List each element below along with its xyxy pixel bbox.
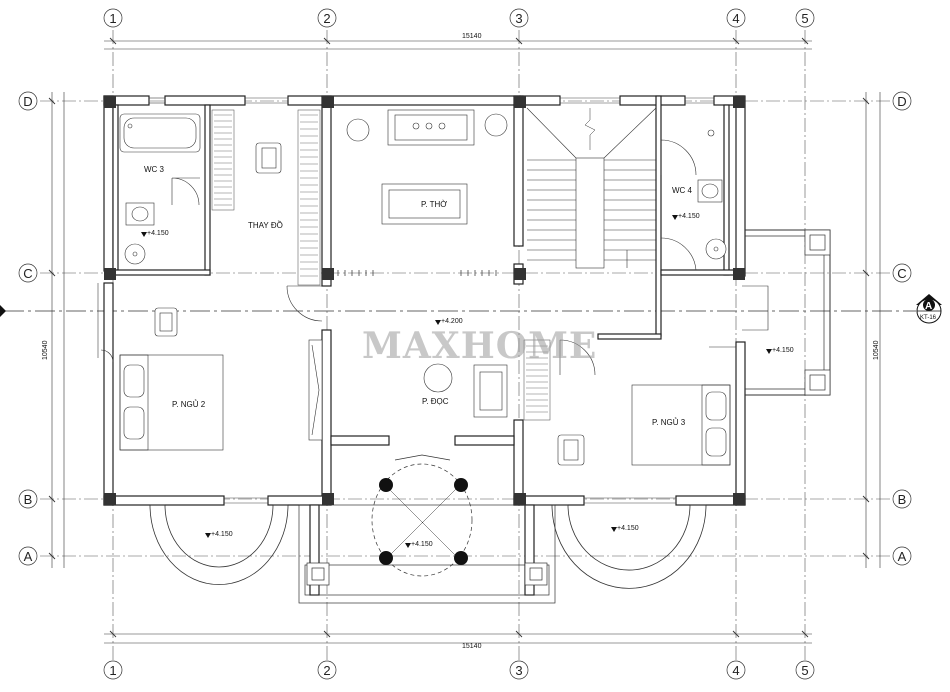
dimension-lines bbox=[48, 37, 881, 644]
grid-bottom-3: 3 bbox=[515, 663, 522, 678]
door-swings bbox=[100, 285, 769, 376]
grid-left-A: A bbox=[24, 549, 33, 564]
room-label-p-doc: P. ĐỌC bbox=[422, 397, 449, 406]
right-balcony bbox=[745, 229, 831, 396]
bottom-overall-dimension: 15140 bbox=[462, 643, 482, 650]
grid-top-2: 2 bbox=[323, 11, 330, 26]
grid-top-4: 4 bbox=[732, 11, 739, 26]
top-overall-dimension: 15140 bbox=[462, 33, 482, 40]
room-label-wc4: WC 4 bbox=[672, 186, 693, 195]
grid-left-C: C bbox=[23, 266, 32, 281]
section-mark-sheet: KT-16 bbox=[920, 315, 937, 321]
wardrobe-shelves bbox=[211, 109, 551, 421]
level-wc3: +4.150 bbox=[147, 230, 169, 237]
level-porch: +4.150 bbox=[411, 541, 433, 548]
room-label-wc3: WC 3 bbox=[144, 165, 165, 174]
structural-columns bbox=[104, 96, 745, 505]
hall-railing-marks bbox=[337, 270, 497, 276]
section-mark-letter: A bbox=[925, 301, 932, 312]
grid-left-D: D bbox=[23, 94, 32, 109]
staircase bbox=[526, 107, 657, 269]
wc4-fixtures bbox=[660, 129, 727, 271]
grid-right-D: D bbox=[897, 94, 906, 109]
reading-room-furniture bbox=[308, 339, 508, 441]
grid-left-B: B bbox=[24, 492, 33, 507]
grid-bottom-5: 5 bbox=[801, 663, 808, 678]
grid-top-1: 1 bbox=[109, 11, 116, 26]
watermark-text: MAXHOME bbox=[362, 325, 597, 367]
grid-bottom-1: 1 bbox=[109, 663, 116, 678]
grid-bubbles bbox=[18, 8, 912, 680]
grid-right-A: A bbox=[898, 549, 907, 564]
left-overall-dimension: 10540 bbox=[42, 340, 49, 360]
room-label-p-ngu-2: P. NGỦ 2 bbox=[172, 400, 206, 409]
grid-right-B: B bbox=[898, 492, 907, 507]
level-hall: +4.200 bbox=[441, 318, 463, 325]
bay-window-left bbox=[149, 504, 289, 586]
grid-top-3: 3 bbox=[515, 11, 522, 26]
level-bay-right: +4.150 bbox=[617, 525, 639, 532]
altar-room-furniture bbox=[255, 109, 508, 225]
section-mark-right bbox=[916, 294, 942, 324]
grid-top-5: 5 bbox=[801, 11, 808, 26]
grid-bottom-2: 2 bbox=[323, 663, 330, 678]
room-label-p-tho: P. THỜ bbox=[421, 200, 447, 209]
section-mark-left-arrow bbox=[0, 305, 6, 317]
room-label-p-ngu-3: P. NGỦ 3 bbox=[652, 418, 686, 427]
grid-right-C: C bbox=[897, 266, 906, 281]
windows bbox=[97, 97, 714, 504]
level-balcony-right: +4.150 bbox=[772, 347, 794, 354]
wc3-fixtures bbox=[119, 113, 201, 265]
front-porch bbox=[298, 454, 556, 604]
porch-columns bbox=[379, 478, 468, 565]
room-label-thay-do: THAY ĐỒ bbox=[248, 220, 283, 230]
bedroom3-furniture bbox=[557, 346, 737, 466]
bay-window-right bbox=[551, 504, 707, 589]
level-bay-left: +4.150 bbox=[211, 531, 233, 538]
level-marker-symbols bbox=[141, 215, 772, 548]
right-overall-dimension: 10540 bbox=[873, 340, 880, 360]
level-wc4: +4.150 bbox=[678, 213, 700, 220]
bedroom2-furniture bbox=[119, 307, 224, 451]
grid-bottom-4: 4 bbox=[732, 663, 739, 678]
